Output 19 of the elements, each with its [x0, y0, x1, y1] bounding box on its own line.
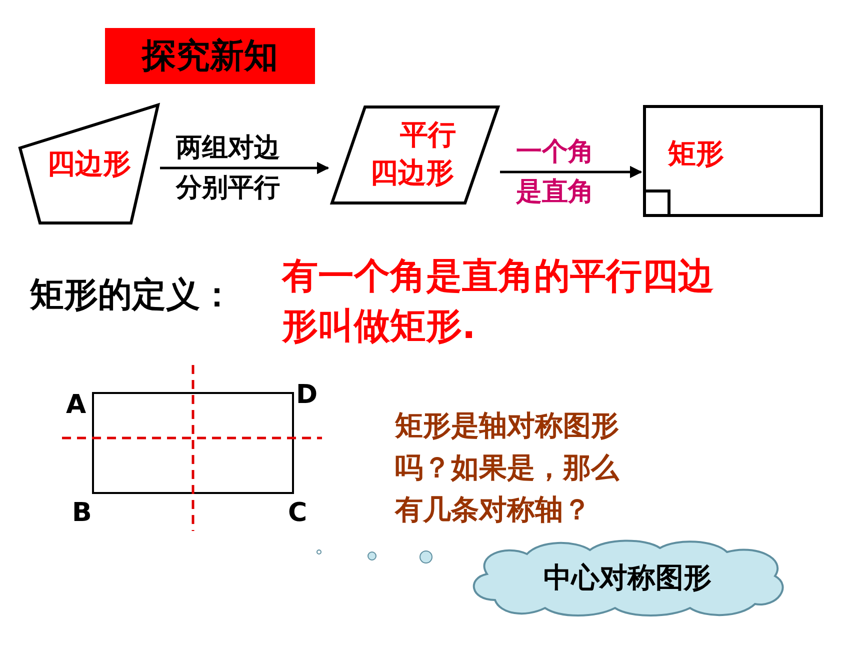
- node-label: 平行四边形: [370, 117, 457, 191]
- definition-heading: 矩形的定义：: [30, 274, 234, 317]
- vertex-letter: C: [288, 498, 308, 528]
- node-label: 矩形: [668, 136, 724, 172]
- definition-text: 有一个角是直角的平行四边形叫做矩形.: [282, 255, 715, 349]
- title-banner: 探究新知: [105, 28, 315, 84]
- rectangle-shape: [643, 105, 823, 217]
- node-label: 四边形: [46, 146, 132, 182]
- arrow: [500, 166, 642, 178]
- vertex-letter: A: [66, 390, 86, 420]
- node-label: 中心对称图形: [542, 560, 712, 596]
- vertex-letter: D: [296, 380, 318, 410]
- quadrilateral-shape: [18, 103, 160, 225]
- edge-label: 一个角是直角: [515, 136, 595, 209]
- vertex-letter: B: [72, 498, 92, 528]
- parallelogram-shape: [330, 105, 500, 205]
- question-text: 矩形是轴对称图形吗？如果是，那么有几条对称轴？: [395, 408, 620, 528]
- arrow: [160, 162, 330, 174]
- edge-label: 两组对边分别平行: [174, 132, 281, 205]
